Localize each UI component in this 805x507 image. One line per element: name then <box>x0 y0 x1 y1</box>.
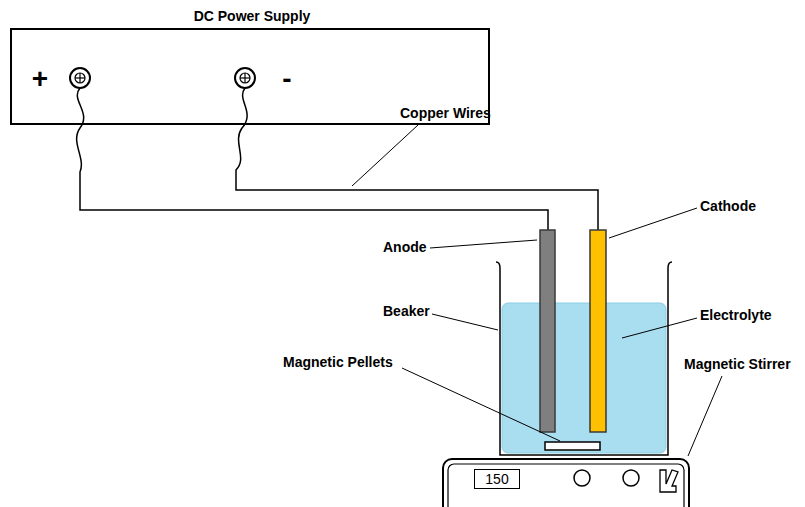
magnetic-pellet <box>545 442 600 450</box>
part-label: Cathode <box>700 197 756 215</box>
stirrer-inner-outline <box>448 464 684 507</box>
polarity-sign: - <box>282 63 291 95</box>
polarity-sign: + <box>32 63 48 95</box>
anode-electrode <box>540 230 555 432</box>
stirrer-switch <box>660 470 678 492</box>
leader-line <box>352 125 722 456</box>
electrolyte-liquid <box>502 303 666 453</box>
magnetic-stirrer-body: 150 <box>442 458 690 507</box>
cathode-electrode <box>590 230 606 432</box>
speed-display: 150 <box>474 469 519 489</box>
part-label: Beaker <box>383 302 430 320</box>
terminal <box>235 68 255 88</box>
stirrer-knob <box>574 470 590 486</box>
copper-wire <box>236 88 598 230</box>
beaker <box>496 262 672 455</box>
copper-wire <box>77 88 548 230</box>
part-label: Copper Wires <box>400 104 491 122</box>
part-label: Electrolyte <box>700 306 772 324</box>
part-label: Anode <box>383 238 427 256</box>
terminal <box>70 68 90 88</box>
part-label: Magnetic Stirrer <box>684 355 791 373</box>
stirrer-knob <box>623 470 639 486</box>
device-title: DC Power Supply <box>194 8 311 24</box>
part-label: Magnetic Pellets <box>283 353 393 371</box>
